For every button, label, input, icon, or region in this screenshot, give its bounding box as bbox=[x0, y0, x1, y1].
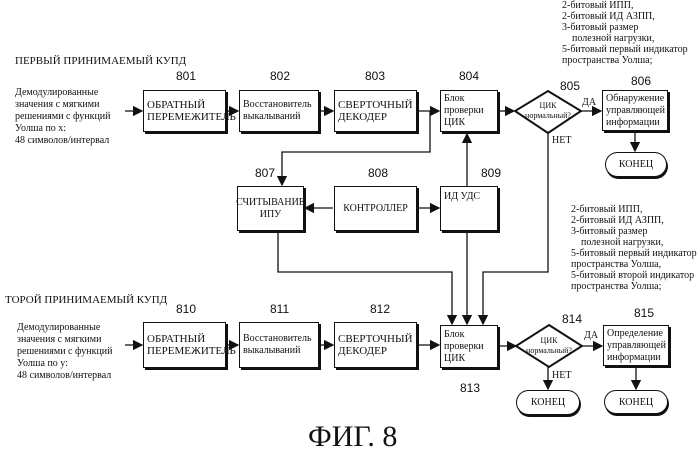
ref-810: 810 bbox=[176, 302, 196, 316]
yes-label-805: ДА bbox=[582, 97, 596, 109]
first-title: ПЕРВЫЙ ПРИНИМАЕМЫЙ КУПД bbox=[15, 55, 186, 67]
no-label-805: НЕТ bbox=[552, 135, 571, 147]
first-note: 2-битовый ИПП, 2-битовый ИД АЗПП, 3-бито… bbox=[562, 0, 688, 66]
block-804: Блок проверки ЦИК bbox=[440, 90, 498, 132]
ref-813: 813 bbox=[460, 381, 480, 395]
second-title: ТОРОЙ ПРИНИМАЕМЫЙ КУПД bbox=[5, 294, 167, 306]
block-801: ОБРАТНЫЙ ПЕРЕМЕЖИТЕЛЬ bbox=[143, 90, 226, 132]
ref-811: 811 bbox=[270, 302, 289, 316]
ref-808: 808 bbox=[368, 166, 388, 180]
block-808: КОНТРОЛЛЕР bbox=[334, 186, 417, 231]
ref-809: 809 bbox=[481, 166, 501, 180]
end-806: КОНЕЦ bbox=[605, 152, 667, 177]
block-811: Восстановитель выкалываний bbox=[239, 322, 319, 368]
second-input-label: Демодулированные значения с мягкими реше… bbox=[17, 322, 113, 382]
first-input-label: Демодулированные значения с мягкими реше… bbox=[15, 87, 111, 147]
block-807: СЧИТЫВАНИЕ ИПУ bbox=[237, 186, 304, 231]
ref-801: 801 bbox=[176, 69, 196, 83]
decision-814-label: ЦИК нормальный? bbox=[523, 336, 575, 356]
block-815: Определение управляющей информации bbox=[603, 325, 669, 366]
ref-807: 807 bbox=[255, 166, 275, 180]
ref-803: 803 bbox=[365, 69, 385, 83]
block-810: ОБРАТНЫЙ ПЕРЕМЕЖИТЕЛЬ bbox=[143, 322, 226, 368]
block-802: Восстановитель выкалываний bbox=[239, 90, 319, 132]
ref-815: 815 bbox=[634, 306, 654, 320]
ref-814: 814 bbox=[562, 312, 582, 326]
no-label-814: НЕТ bbox=[552, 370, 571, 382]
block-806: Обнаружение управляющей информации bbox=[602, 90, 668, 131]
end-815: КОНЕЦ bbox=[604, 390, 668, 414]
yes-label-814: ДА bbox=[584, 330, 598, 342]
figure-caption: ФИГ. 8 bbox=[308, 420, 397, 454]
end-814: КОНЕЦ bbox=[516, 390, 580, 415]
ref-812: 812 bbox=[370, 302, 390, 316]
ref-805: 805 bbox=[560, 79, 580, 93]
ref-806: 806 bbox=[631, 74, 651, 88]
ref-802: 802 bbox=[270, 69, 290, 83]
decision-805-label: ЦИК нормальный? bbox=[522, 101, 574, 121]
block-803: СВЕРТОЧНЫЙ ДЕКОДЕР bbox=[334, 90, 417, 132]
ref-804: 804 bbox=[459, 69, 479, 83]
block-812: СВЕРТОЧНЫЙ ДЕКОДЕР bbox=[334, 322, 417, 368]
second-note: 2-битовый ИПП, 2-битовый ИД АЗПП, 3-бито… bbox=[571, 204, 697, 292]
block-809: ИД УДС bbox=[440, 186, 498, 231]
block-813: Блок проверки ЦИК bbox=[440, 325, 498, 368]
